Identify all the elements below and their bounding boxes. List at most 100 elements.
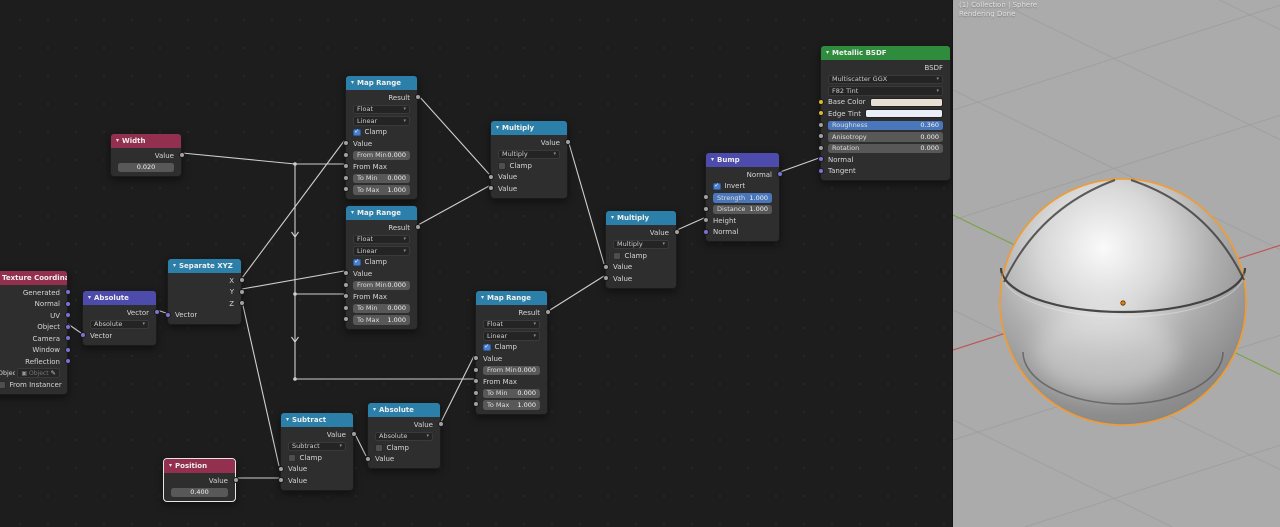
- socket-edge-tint[interactable]: [817, 110, 824, 117]
- socket-value[interactable]: [350, 431, 357, 438]
- node-header[interactable]: ▾Width: [111, 134, 181, 148]
- node-header[interactable]: ▾Subtract: [281, 413, 353, 427]
- dropdown-f82-tint[interactable]: F82 Tint▾: [828, 86, 943, 96]
- socket-height[interactable]: [702, 217, 709, 224]
- node-header[interactable]: ▾Separate XYZ: [168, 259, 241, 273]
- socket-roughness[interactable]: [817, 121, 824, 128]
- socket-object[interactable]: [64, 323, 71, 330]
- socket-tangent[interactable]: [817, 167, 824, 174]
- socket-window[interactable]: [64, 346, 71, 353]
- socket-reflection[interactable]: [64, 358, 71, 365]
- socket-distance[interactable]: [702, 205, 709, 212]
- socket-result[interactable]: [544, 309, 551, 316]
- socket-strength[interactable]: [702, 194, 709, 201]
- socket-z[interactable]: [238, 300, 245, 307]
- collapse-icon[interactable]: ▾: [496, 124, 500, 131]
- collapse-icon[interactable]: ▾: [711, 156, 715, 163]
- socket-value[interactable]: [602, 263, 609, 270]
- node-header[interactable]: ▾Map Range: [346, 76, 417, 90]
- node-header[interactable]: ▾Metallic BSDF: [821, 46, 950, 60]
- node-header[interactable]: ▾Absolute: [368, 403, 440, 417]
- socket-value[interactable]: [487, 173, 494, 180]
- socket-normal[interactable]: [776, 171, 783, 178]
- dropdown-float[interactable]: Float▾: [353, 104, 410, 114]
- socket-value[interactable]: [342, 270, 349, 277]
- socket-to-max[interactable]: [342, 316, 349, 323]
- checkbox-clamp[interactable]: [288, 454, 296, 462]
- dropdown-multiply[interactable]: Multiply▾: [498, 149, 560, 159]
- socket-from-min[interactable]: [342, 151, 349, 158]
- checkbox-clamp[interactable]: [498, 162, 506, 170]
- eyedropper-icon[interactable]: ✎: [50, 369, 56, 378]
- socket-from-min[interactable]: [472, 366, 479, 373]
- socket-value[interactable]: [364, 455, 371, 462]
- value-field[interactable]: 0.400: [171, 487, 228, 497]
- socket-value[interactable]: [178, 152, 185, 159]
- socket-value[interactable]: [472, 355, 479, 362]
- collapse-icon[interactable]: ▾: [173, 262, 177, 269]
- collapse-icon[interactable]: ▾: [116, 137, 120, 144]
- socket-normal[interactable]: [702, 228, 709, 235]
- checkbox-clamp[interactable]: [613, 252, 621, 260]
- value-field[interactable]: 0.020: [118, 162, 174, 172]
- collapse-icon[interactable]: ▾: [826, 49, 830, 56]
- socket-vector[interactable]: [79, 332, 86, 339]
- checkbox-clamp[interactable]: ✓: [353, 258, 361, 266]
- collapse-icon[interactable]: ▾: [351, 79, 355, 86]
- node-header[interactable]: ▾Position: [164, 459, 235, 473]
- collapse-icon[interactable]: ▾: [351, 209, 355, 216]
- collapse-icon[interactable]: ▾: [481, 294, 485, 301]
- dropdown-linear[interactable]: Linear▾: [353, 116, 410, 126]
- dropdown-linear[interactable]: Linear▾: [353, 246, 410, 256]
- socket-from-max[interactable]: [342, 293, 349, 300]
- dropdown-absolute[interactable]: Absolute▾: [375, 431, 433, 441]
- socket-anisotropy[interactable]: [817, 133, 824, 140]
- socket-normal[interactable]: [817, 156, 824, 163]
- socket-value[interactable]: [673, 229, 680, 236]
- dropdown-float[interactable]: Float▾: [483, 319, 540, 329]
- checkbox-clamp[interactable]: ✓: [353, 128, 361, 136]
- socket-value[interactable]: [232, 477, 239, 484]
- socket-y[interactable]: [238, 288, 245, 295]
- node-header[interactable]: ▾Multiply: [606, 211, 676, 225]
- color-swatch-edge-tint[interactable]: [865, 109, 943, 119]
- socket-to-max[interactable]: [342, 186, 349, 193]
- checkbox-from-instancer[interactable]: [0, 381, 6, 389]
- socket-from-max[interactable]: [342, 163, 349, 170]
- node-header[interactable]: ▾Map Range: [346, 206, 417, 220]
- socket-value[interactable]: [277, 465, 284, 472]
- socket-vector[interactable]: [153, 309, 160, 316]
- socket-value[interactable]: [487, 185, 494, 192]
- socket-result[interactable]: [414, 224, 421, 231]
- collapse-icon[interactable]: ▾: [373, 406, 377, 413]
- socket-to-max[interactable]: [472, 401, 479, 408]
- socket-normal[interactable]: [64, 300, 71, 307]
- dropdown-float[interactable]: Float▾: [353, 234, 410, 244]
- collapse-icon[interactable]: ▾: [286, 416, 290, 423]
- socket-value[interactable]: [277, 477, 284, 484]
- node-header[interactable]: ▾Map Range: [476, 291, 547, 305]
- socket-value[interactable]: [564, 139, 571, 146]
- color-swatch-base-color[interactable]: [869, 97, 943, 107]
- dropdown-absolute[interactable]: Absolute▾: [90, 319, 149, 329]
- socket-value[interactable]: [602, 275, 609, 282]
- socket-to-min[interactable]: [472, 389, 479, 396]
